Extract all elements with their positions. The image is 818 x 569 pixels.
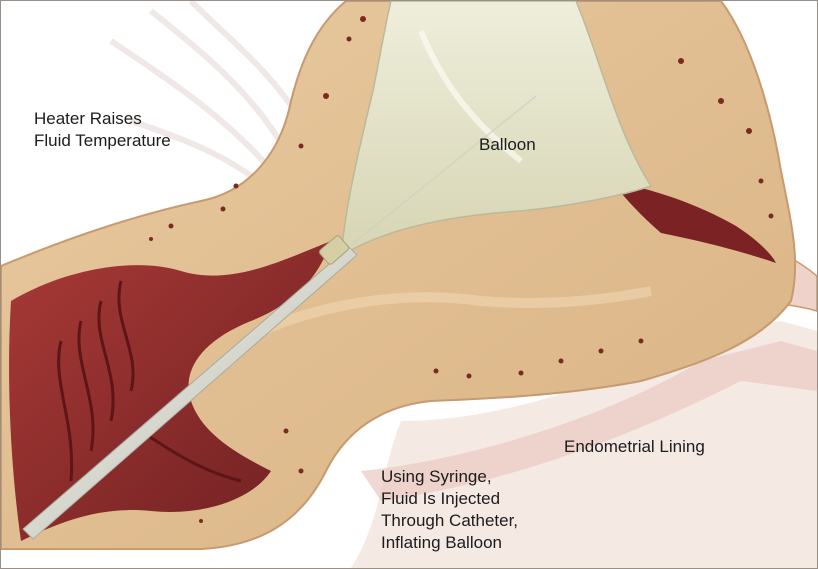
label-balloon-text: Balloon xyxy=(479,134,536,156)
label-endometrial-lining: Endometrial Lining xyxy=(564,436,705,458)
label-syringe-line-2: Fluid Is Injected xyxy=(381,488,518,510)
label-syringe-line-1: Using Syringe, xyxy=(381,466,518,488)
label-syringe-line-3: Through Catheter, xyxy=(381,510,518,532)
label-lining-text: Endometrial Lining xyxy=(564,436,705,458)
label-heater: Heater Raises Fluid Temperature xyxy=(34,108,171,152)
label-heater-line-2: Fluid Temperature xyxy=(34,130,171,152)
label-balloon: Balloon xyxy=(479,134,536,156)
label-heater-line-1: Heater Raises xyxy=(34,108,171,130)
label-syringe: Using Syringe, Fluid Is Injected Through… xyxy=(381,466,518,554)
label-syringe-line-4: Inflating Balloon xyxy=(381,532,518,554)
